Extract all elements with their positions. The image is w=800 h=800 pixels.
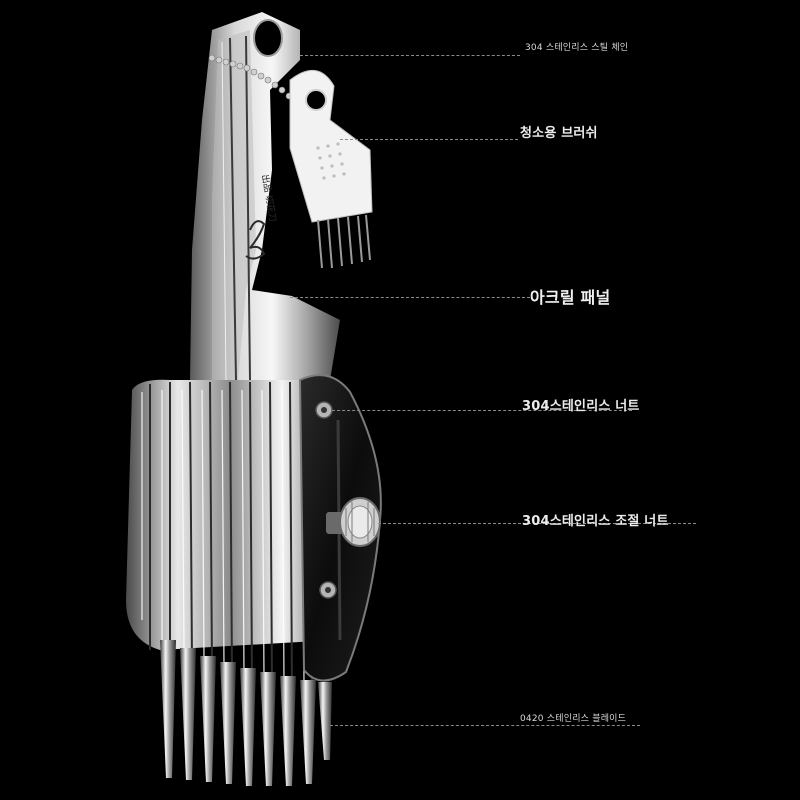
callout-chain: 304 스테인리스 스틸 체인	[525, 43, 629, 53]
callout-adjust-nut: 304스테인리스 조절 너트	[522, 514, 669, 529]
callout-line-adjust-nut	[378, 523, 696, 524]
cleaning-brush	[289, 70, 373, 269]
handle	[190, 12, 340, 381]
callout-line-blade	[330, 725, 640, 726]
callout-panel: 아크릴 패널	[530, 288, 611, 307]
adjustment-knob	[326, 497, 381, 547]
callout-line-nut	[332, 410, 632, 411]
callout-nut: 304스테인리스 너트	[522, 399, 640, 414]
hex-nut-top	[315, 401, 333, 419]
blade-tips	[160, 640, 332, 786]
callout-line-brush	[340, 139, 518, 140]
hex-nut-bottom	[319, 581, 337, 599]
callout-blade: 0420 스테인리스 블레이드	[520, 714, 627, 724]
callout-brush: 청소용 브러쉬	[520, 126, 598, 141]
callout-line-chain	[300, 55, 520, 56]
bead-chain	[208, 54, 300, 106]
callout-line-panel	[290, 297, 530, 298]
